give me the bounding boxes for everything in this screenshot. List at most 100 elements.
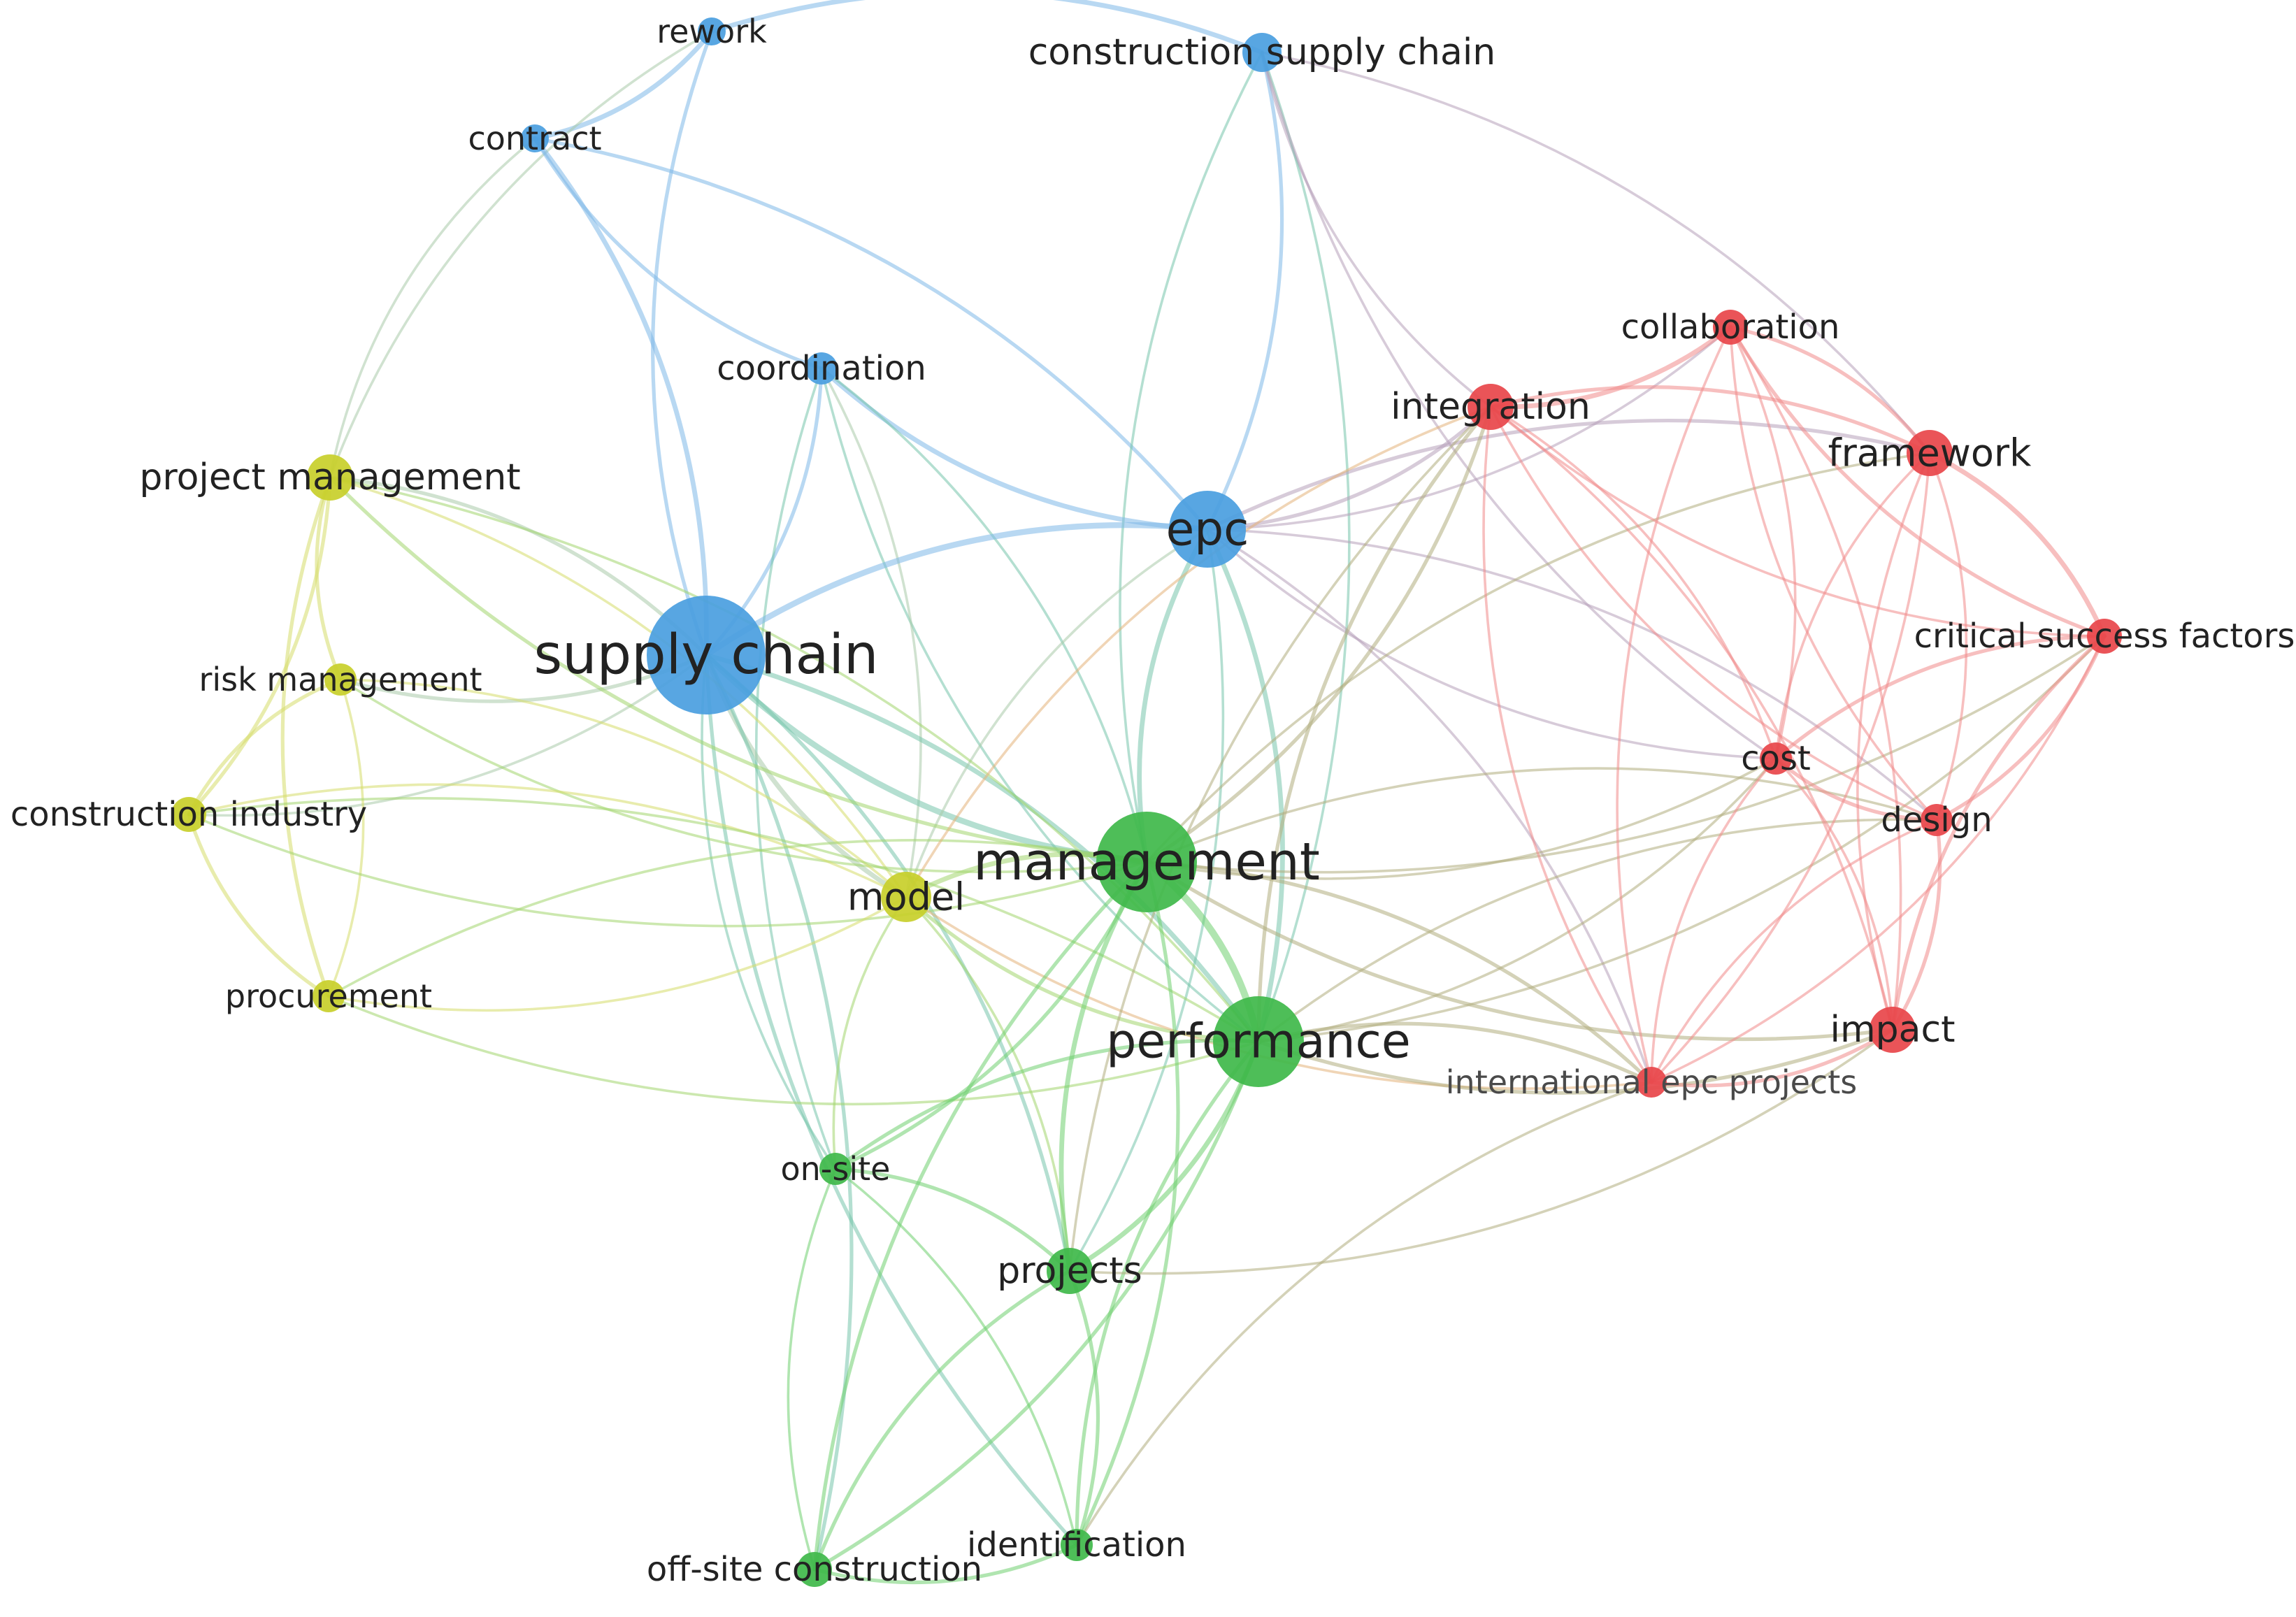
node-rework[interactable] [698, 17, 726, 45]
edge-project_management-procurement [280, 475, 332, 998]
node-label-model: model [847, 875, 965, 919]
node-label-coordination: coordination [717, 349, 926, 388]
node-circle[interactable] [1870, 1007, 1916, 1053]
node-framework[interactable] [1907, 430, 1953, 476]
edge-management-identification [1075, 860, 1180, 1547]
node-circle[interactable] [1713, 310, 1748, 345]
node-performance[interactable] [1213, 996, 1304, 1087]
edge-performance-off_site_construction [812, 1040, 1261, 1572]
edge-management-international_epc_projects [1145, 860, 1653, 1084]
node-critical-success-factors[interactable] [2087, 619, 2122, 654]
edge-epc-model [905, 528, 1209, 898]
edge-supply_chain-identification [704, 653, 1079, 1547]
node-circle[interactable] [1242, 33, 1282, 72]
edge-procurement-model [327, 896, 907, 1012]
node-circle[interactable] [1169, 491, 1246, 568]
node-circle[interactable] [797, 1552, 832, 1587]
node-off-site-construction[interactable] [797, 1552, 832, 1587]
node-circle[interactable] [1468, 384, 1514, 430]
node-supply-chain[interactable] [647, 596, 766, 714]
node-label-procurement: procurement [225, 977, 432, 1015]
node-model[interactable] [881, 872, 931, 922]
node-label-cost: cost [1741, 739, 1811, 778]
edge-on_site-identification [834, 1167, 1078, 1546]
edge-integration-international_epc_projects [1482, 405, 1653, 1084]
node-label-projects: projects [997, 1250, 1142, 1292]
node-circle[interactable] [1061, 1529, 1093, 1561]
edge-model-integration [905, 405, 1492, 898]
node-label-risk-management: risk management [199, 661, 482, 698]
edge-management-off_site_construction [812, 860, 1149, 1572]
edge-risk_management-procurement [327, 678, 365, 998]
node-circle[interactable] [171, 797, 206, 832]
edge-supply_chain-off_site_construction [704, 653, 854, 1572]
node-circle[interactable] [1921, 804, 1953, 836]
node-identification[interactable] [1061, 1529, 1093, 1561]
edge-epc-projects [1068, 528, 1225, 1272]
node-risk-management[interactable] [324, 663, 357, 696]
edge-supply_chain-epc [703, 522, 1211, 659]
node-circle[interactable] [1907, 430, 1953, 476]
node-circle[interactable] [698, 17, 726, 45]
edge-framework-impact [1856, 452, 1931, 1031]
node-label-epc: epc [1166, 503, 1249, 556]
edge-performance-cost [1257, 757, 1777, 1043]
node-circle[interactable] [1047, 1248, 1093, 1294]
node-circle[interactable] [1213, 996, 1304, 1087]
node-circle[interactable] [324, 663, 357, 696]
node-coordination[interactable] [805, 352, 838, 385]
edge-model-on_site [832, 896, 907, 1170]
node-circle[interactable] [805, 352, 838, 385]
edge-integration-impact [1489, 405, 1894, 1031]
edge-risk_management-model [339, 678, 907, 898]
edge-collaboration-design [1729, 326, 1938, 821]
node-integration[interactable] [1468, 384, 1514, 430]
node-circle[interactable] [819, 1153, 852, 1185]
edge-projects-integration [1068, 405, 1492, 1272]
node-circle[interactable] [647, 596, 766, 714]
edge-framework-critical_success_factors [1927, 450, 2107, 639]
node-circle[interactable] [313, 980, 345, 1012]
node-impact[interactable] [1870, 1007, 1916, 1053]
node-label-construction-industry: construction industry [10, 795, 367, 834]
node-cost[interactable] [1760, 742, 1792, 775]
node-construction-industry[interactable] [171, 797, 206, 832]
node-epc[interactable] [1169, 491, 1246, 568]
node-construction-supply-chain[interactable] [1242, 33, 1282, 72]
edge-epc-performance [1205, 526, 1285, 1044]
edge-performance-impact [1256, 1028, 1895, 1095]
node-circle[interactable] [881, 872, 931, 922]
edge-framework-international_epc_projects [1650, 452, 1931, 1084]
edge-projects-off_site_construction [812, 1269, 1072, 1572]
edge-management-critical_success_factors [1145, 635, 2106, 874]
node-project-management[interactable] [307, 454, 353, 501]
node-collaboration[interactable] [1713, 310, 1748, 345]
node-on-site[interactable] [819, 1153, 852, 1185]
edge-projects-impact [1068, 1028, 1894, 1275]
node-projects[interactable] [1047, 1248, 1093, 1294]
edge-epc-collaboration [1206, 326, 1732, 531]
edge-project_management-construction_industry [187, 475, 332, 817]
node-management[interactable] [1096, 812, 1197, 912]
edge-management-framework [1145, 452, 1931, 863]
node-procurement[interactable] [313, 980, 345, 1012]
node-design[interactable] [1921, 804, 1953, 836]
node-international-epc-projects[interactable] [1636, 1067, 1667, 1098]
node-circle[interactable] [1096, 812, 1197, 912]
node-contract[interactable] [521, 124, 549, 152]
node-circle[interactable] [1760, 742, 1792, 775]
edge-project_management-performance [329, 476, 1260, 1043]
edge-framework-design [1928, 452, 1968, 821]
node-circle[interactable] [521, 124, 549, 152]
node-label-collaboration: collaboration [1621, 308, 1840, 347]
node-circle[interactable] [1636, 1067, 1667, 1098]
edge-performance-identification [1075, 1040, 1261, 1547]
edge-on_site-off_site_construction [787, 1167, 837, 1571]
node-circle[interactable] [2087, 619, 2122, 654]
node-label-supply-chain: supply chain [534, 624, 879, 687]
edge-construction_supply_chain-performance [1257, 51, 1351, 1043]
node-circle[interactable] [307, 454, 353, 501]
node-label-contract: contract [468, 120, 601, 157]
edge-cost-international_epc_projects [1650, 757, 1777, 1084]
